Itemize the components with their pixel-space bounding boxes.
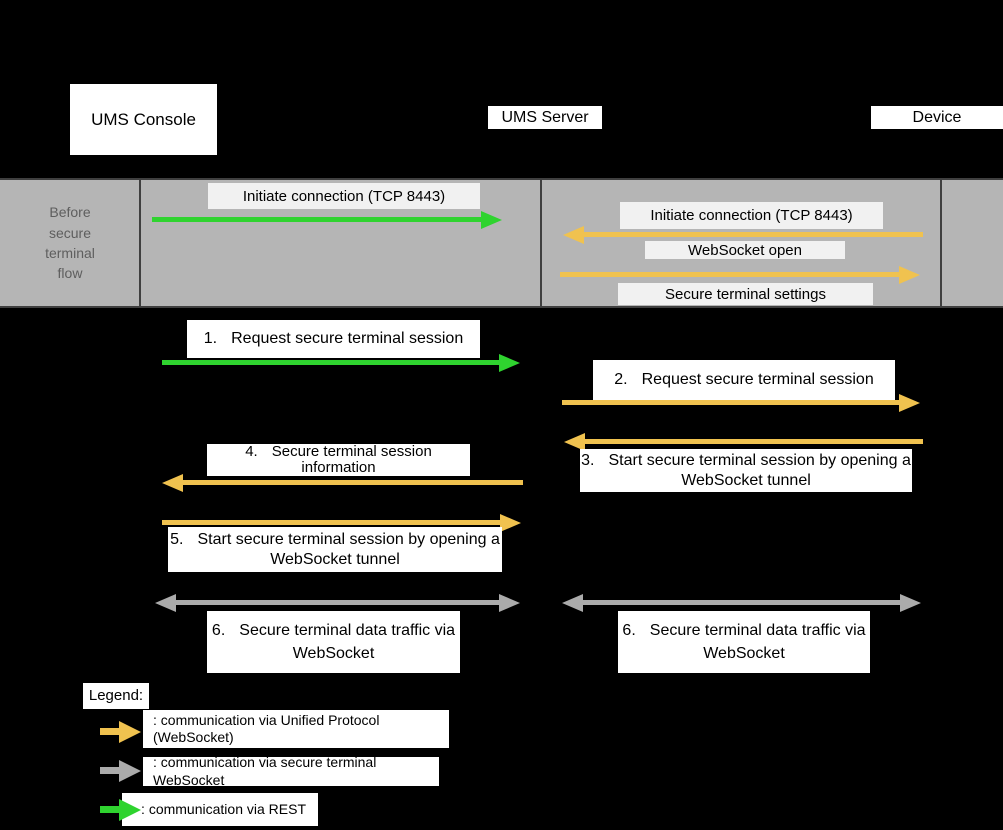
band-divider: [940, 180, 942, 306]
rest-legend-arrow: [100, 798, 141, 821]
unified-protocol-arrow-step-4: [162, 473, 523, 492]
legend-title: Legend:: [83, 683, 149, 709]
band-divider: [139, 180, 141, 306]
band-message-secure-terminal-settings: Secure terminal settings: [618, 283, 873, 305]
step-4-number: 4.: [245, 442, 258, 460]
arrow-head-left-icon: [162, 473, 183, 492]
step-5-text: Start secure terminal session by opening…: [197, 530, 500, 568]
legend-item-secure-terminal-websocket: : communication via secure terminal WebS…: [143, 754, 439, 788]
band-message-initiate-connection-console: Initiate connection (TCP 8443): [208, 183, 480, 209]
arrow-head-right-icon: [500, 513, 521, 532]
arrow-head-right-icon: [499, 353, 520, 372]
step-2-text: Request secure terminal session: [641, 371, 874, 388]
step-6-left-label: 6. Secure terminal data traffic via WebSo…: [207, 611, 460, 673]
step-6-left-text: Secure terminal data traffic via WebSock…: [239, 621, 456, 662]
band-divider: [540, 180, 542, 306]
step-1-text: Request secure terminal session: [231, 330, 464, 347]
arrow-head-right-icon: [900, 593, 921, 612]
unified-protocol-arrow-server-to-device: [560, 265, 920, 284]
actor-device: Device: [871, 106, 1003, 129]
secure-terminal-websocket-arrow-server-device: [562, 593, 921, 612]
actor-ums-server-label: UMS Server: [501, 108, 589, 126]
step-5-label: 5. Start secure terminal session by openi…: [168, 527, 502, 572]
unified-protocol-legend-arrow: [100, 720, 141, 743]
arrow-head-right-icon: [499, 593, 520, 612]
secure-terminal-websocket-legend-arrow: [100, 759, 141, 782]
band-title: Before secure terminal flow: [45, 204, 95, 282]
unified-protocol-arrow-step-3: [564, 432, 923, 451]
step-2-number: 2.: [614, 371, 628, 388]
step-6-right-label: 6. Secure terminal data traffic via WebSo…: [618, 611, 870, 673]
actor-ums-server: UMS Server: [488, 106, 602, 129]
step-3-label: 3. Start secure terminal session by openi…: [580, 449, 912, 492]
band-message-initiate-connection-device: Initiate connection (TCP 8443): [620, 202, 883, 229]
step-5-number: 5.: [170, 530, 184, 548]
arrow-head-right-icon: [899, 393, 920, 412]
rest-arrow-step-1: [162, 353, 520, 372]
unified-protocol-arrow-step-5: [162, 513, 521, 532]
actor-ums-console-label: UMS Console: [91, 109, 196, 129]
step-3-text: Start secure terminal session by opening…: [608, 451, 911, 489]
arrow-head-left-icon: [155, 593, 176, 612]
rest-arrow-initiate-connection: [152, 210, 502, 229]
unified-protocol-arrow-device-to-server: [563, 225, 923, 244]
arrow-head-left-icon: [562, 593, 583, 612]
arrow-head-left-icon: [564, 432, 585, 451]
actor-device-label: Device: [912, 108, 962, 126]
actor-ums-console: UMS Console: [70, 84, 217, 155]
secure-terminal-websocket-arrow-console-server: [155, 593, 520, 612]
before-secure-terminal-flow-band: Before secure terminal flow Initiate con…: [0, 178, 1003, 308]
step-1-label: 1. Request secure terminal session: [187, 320, 480, 358]
step-2-label: 2. Request secure terminal session: [593, 360, 895, 400]
step-6-right-number: 6.: [622, 621, 636, 639]
arrow-head-right-icon: [899, 265, 920, 284]
step-4-label: 4. Secure terminal session information: [207, 442, 470, 476]
legend-item-rest: : communication via REST: [122, 793, 318, 826]
step-1-number: 1.: [203, 330, 218, 347]
arrow-head-right-icon: [481, 210, 502, 229]
step-6-right-text: Secure terminal data traffic via WebSock…: [649, 621, 866, 662]
band-message-websocket-open: WebSocket open: [645, 241, 845, 259]
arrow-head-right-icon: [119, 720, 141, 743]
legend-item-unified-protocol: : communication via Unified Protocol (We…: [143, 710, 449, 748]
step-4-text: Secure terminal session information: [271, 442, 432, 476]
step-3-number: 3.: [581, 451, 595, 469]
arrow-head-right-icon: [119, 798, 141, 821]
unified-protocol-arrow-step-2: [562, 393, 920, 412]
arrow-head-right-icon: [119, 759, 141, 782]
step-6-left-number: 6.: [211, 621, 226, 639]
arrow-head-left-icon: [563, 225, 584, 244]
